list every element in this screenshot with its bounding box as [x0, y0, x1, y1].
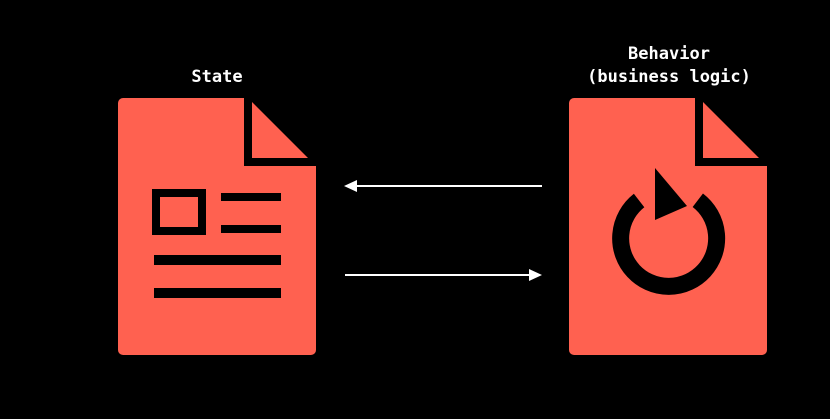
state-label: State	[117, 66, 317, 89]
arrow-left	[344, 180, 542, 192]
state-title: State	[191, 67, 243, 87]
arrows-connector	[344, 180, 542, 281]
state-image-placeholder	[152, 189, 206, 235]
arrow-right	[345, 269, 542, 281]
state-text-line-2	[221, 225, 281, 233]
state-document-icon	[118, 98, 316, 355]
behavior-title-line2: (business logic)	[587, 67, 751, 87]
behavior-document-icon	[569, 98, 767, 355]
state-text-line-1	[221, 193, 281, 201]
state-document-body	[118, 98, 316, 355]
state-text-line-4	[154, 288, 281, 298]
behavior-label: Behavior (business logic)	[549, 43, 789, 89]
behavior-document-fold	[695, 98, 767, 166]
state-text-line-3	[154, 255, 281, 265]
behavior-title-line1: Behavior	[628, 44, 710, 64]
behavior-document-body	[569, 98, 767, 355]
refresh-icon	[612, 168, 726, 295]
state-document-fold	[244, 98, 316, 166]
